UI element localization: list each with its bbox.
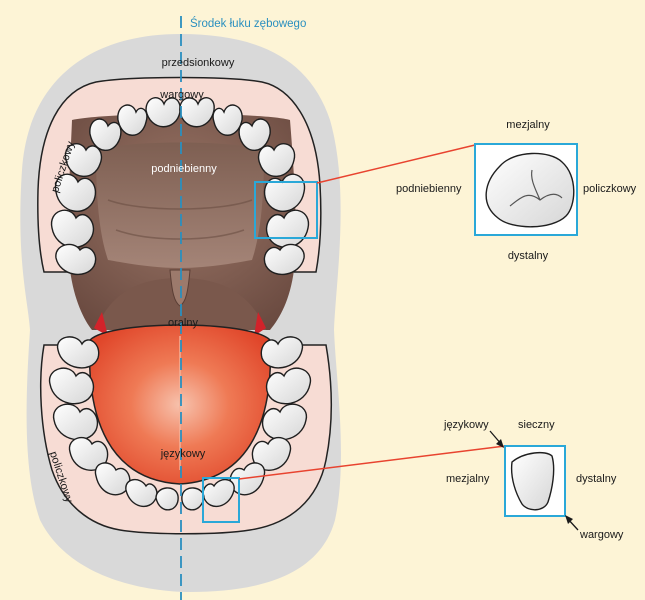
- molar-label-palatal: podniebienny: [396, 183, 462, 195]
- label-vestibular: przedsionkowy: [162, 57, 235, 69]
- incisor-connector: [238, 445, 506, 480]
- molar-label-mesial: mezjalny: [506, 119, 550, 131]
- molar-inset-grooves: [509, 169, 563, 207]
- molar-highlight-box: [254, 181, 318, 239]
- tonsil-right: [254, 312, 266, 336]
- incisor-label-distal: dystalny: [576, 473, 617, 485]
- molar-inset-tooth: [485, 152, 575, 228]
- incisor-highlight-box: [202, 477, 240, 523]
- incisor-inset-tooth: [510, 451, 555, 511]
- tonsil-left: [94, 312, 108, 336]
- incisor-label-labial: wargowy: [579, 529, 624, 541]
- midline-label: Środek łuku zębowego: [190, 17, 306, 30]
- palate-ridges: [107, 199, 253, 240]
- upper-teeth: [50, 97, 310, 276]
- incisor-label-mesial: mezjalny: [446, 473, 490, 485]
- label-oral: oralny: [168, 317, 198, 329]
- incisor-label-lingual: językowy: [443, 419, 489, 431]
- uvula: [169, 269, 191, 307]
- incisor-label-incisal: sieczny: [518, 419, 555, 431]
- molar-connector: [316, 144, 476, 184]
- hard-palate: [96, 142, 264, 268]
- molar-label-buccal: policzkowy: [583, 183, 637, 195]
- lingual-arrow: [489, 430, 504, 448]
- molar-label-distal: dystalny: [508, 250, 549, 262]
- label-palatal: podniebienny: [151, 163, 217, 175]
- labial-arrow: [565, 515, 579, 531]
- label-labial-upper: wargowy: [159, 89, 204, 101]
- label-lingual: językowy: [160, 448, 206, 460]
